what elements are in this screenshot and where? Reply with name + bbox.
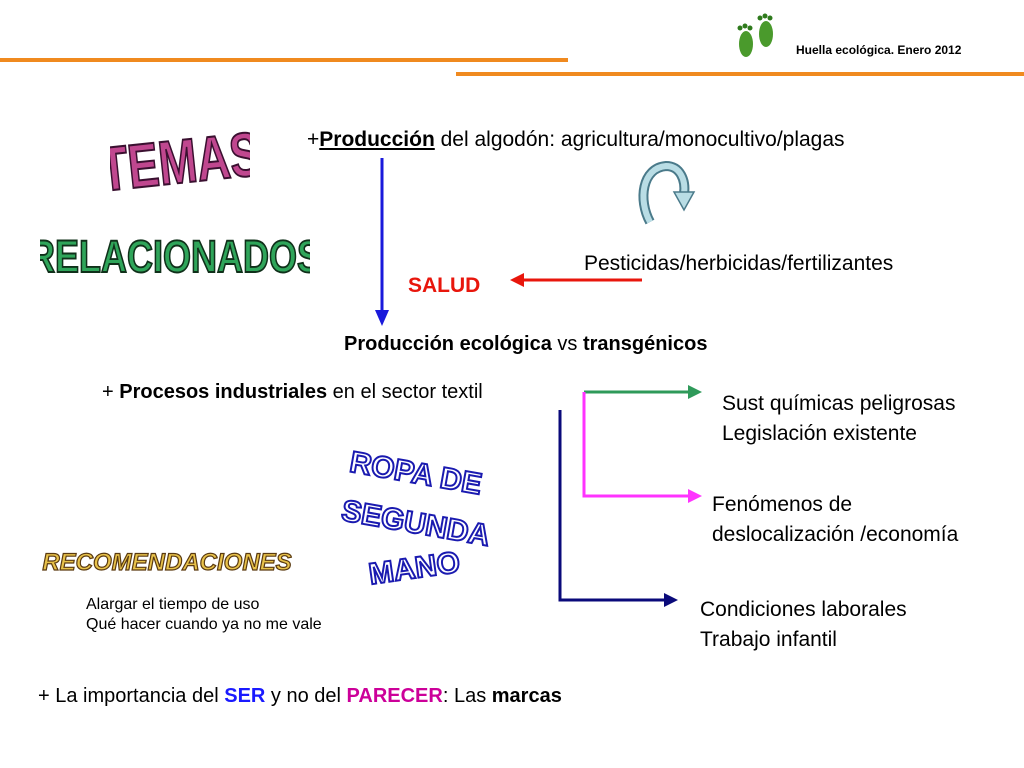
header-line-left bbox=[0, 58, 568, 62]
connector-arrows bbox=[558, 385, 702, 607]
eco-trans: transgénicos bbox=[582, 333, 708, 355]
produccion-line: +Producción del algodón: agricultura/mon… bbox=[307, 128, 845, 152]
wordart-temas: TEMAS bbox=[110, 118, 250, 200]
marcas-word: marcas bbox=[491, 685, 562, 707]
produccion-rest: del algodón: agricultura/monocultivo/pla… bbox=[434, 128, 845, 151]
salud-label: SALUD bbox=[408, 274, 481, 297]
fenomenos-text: Fenómenos de deslocalización /economía bbox=[712, 490, 958, 550]
sust-l2: Legislación existente bbox=[722, 422, 917, 445]
sust-text: Sust químicas peligrosas Legislación exi… bbox=[722, 389, 955, 449]
eco-line: Producción ecológica vs transgénicos bbox=[344, 333, 707, 356]
condiciones-text: Condiciones laborales Trabajo infantil bbox=[700, 595, 907, 655]
wordart-ropa-l1: ROPA DE bbox=[347, 446, 484, 502]
circular-arrow-icon bbox=[638, 160, 696, 225]
red-arrow bbox=[510, 273, 642, 287]
bottom-b: y no del bbox=[265, 685, 347, 707]
wordart-ropa-l2: SEGUNDA bbox=[339, 494, 492, 553]
wordart-ropa: ROPA DE SEGUNDA MANO bbox=[338, 445, 493, 588]
blue-down-arrow bbox=[375, 158, 389, 326]
wordart-recomendaciones-text: RECOMENDACIONES bbox=[42, 549, 291, 576]
cond-l2: Trabajo infantil bbox=[700, 628, 837, 651]
fen-l2: deslocalización /economía bbox=[712, 523, 959, 546]
procesos-bold: Procesos industriales bbox=[119, 381, 328, 403]
produccion-bold: Producción bbox=[319, 128, 435, 151]
magenta-arrow bbox=[582, 392, 690, 498]
wordart-recomendaciones: RECOMENDACIONES bbox=[42, 548, 293, 576]
procesos-line: + Procesos industriales en el sector tex… bbox=[102, 381, 483, 404]
procesos-plus: + bbox=[102, 381, 120, 403]
navy-arrow bbox=[558, 410, 666, 602]
procesos-rest: en el sector textil bbox=[327, 381, 483, 403]
cond-l1: Condiciones laborales bbox=[700, 598, 907, 621]
bottom-line: + La importancia del SER y no del PARECE… bbox=[38, 685, 562, 708]
wordart-relacionados: RELACIONADOS bbox=[40, 230, 310, 282]
recomendaciones-text: Alargar el tiempo de uso Qué hacer cuand… bbox=[86, 595, 322, 635]
plus-sign: + bbox=[307, 128, 320, 151]
pesticidas-text: Pesticidas/herbicidas/fertilizantes bbox=[584, 252, 894, 275]
eco-bold: Producción ecológica bbox=[344, 333, 552, 355]
eco-vs: vs bbox=[551, 333, 583, 355]
fen-l1: Fenómenos de bbox=[712, 493, 853, 516]
header-line-right bbox=[456, 72, 1024, 76]
ser-word: SER bbox=[224, 685, 266, 707]
bottom-a: + La importancia del bbox=[38, 685, 225, 707]
wordart-relacionados-text: RELACIONADOS bbox=[40, 231, 310, 282]
parecer-word: PARECER bbox=[346, 685, 443, 707]
bottom-c: : Las bbox=[442, 685, 492, 707]
rec-l2: Qué hacer cuando ya no me vale bbox=[86, 616, 322, 633]
sust-l1: Sust químicas peligrosas bbox=[722, 392, 956, 415]
header-title: Huella ecológica. Enero 2012 bbox=[796, 43, 962, 57]
rec-l1: Alargar el tiempo de uso bbox=[86, 596, 260, 613]
footprints-icon bbox=[737, 13, 773, 57]
wordart-temas-text: TEMAS bbox=[110, 119, 250, 200]
wordart-ropa-l3: MANO bbox=[367, 546, 462, 588]
